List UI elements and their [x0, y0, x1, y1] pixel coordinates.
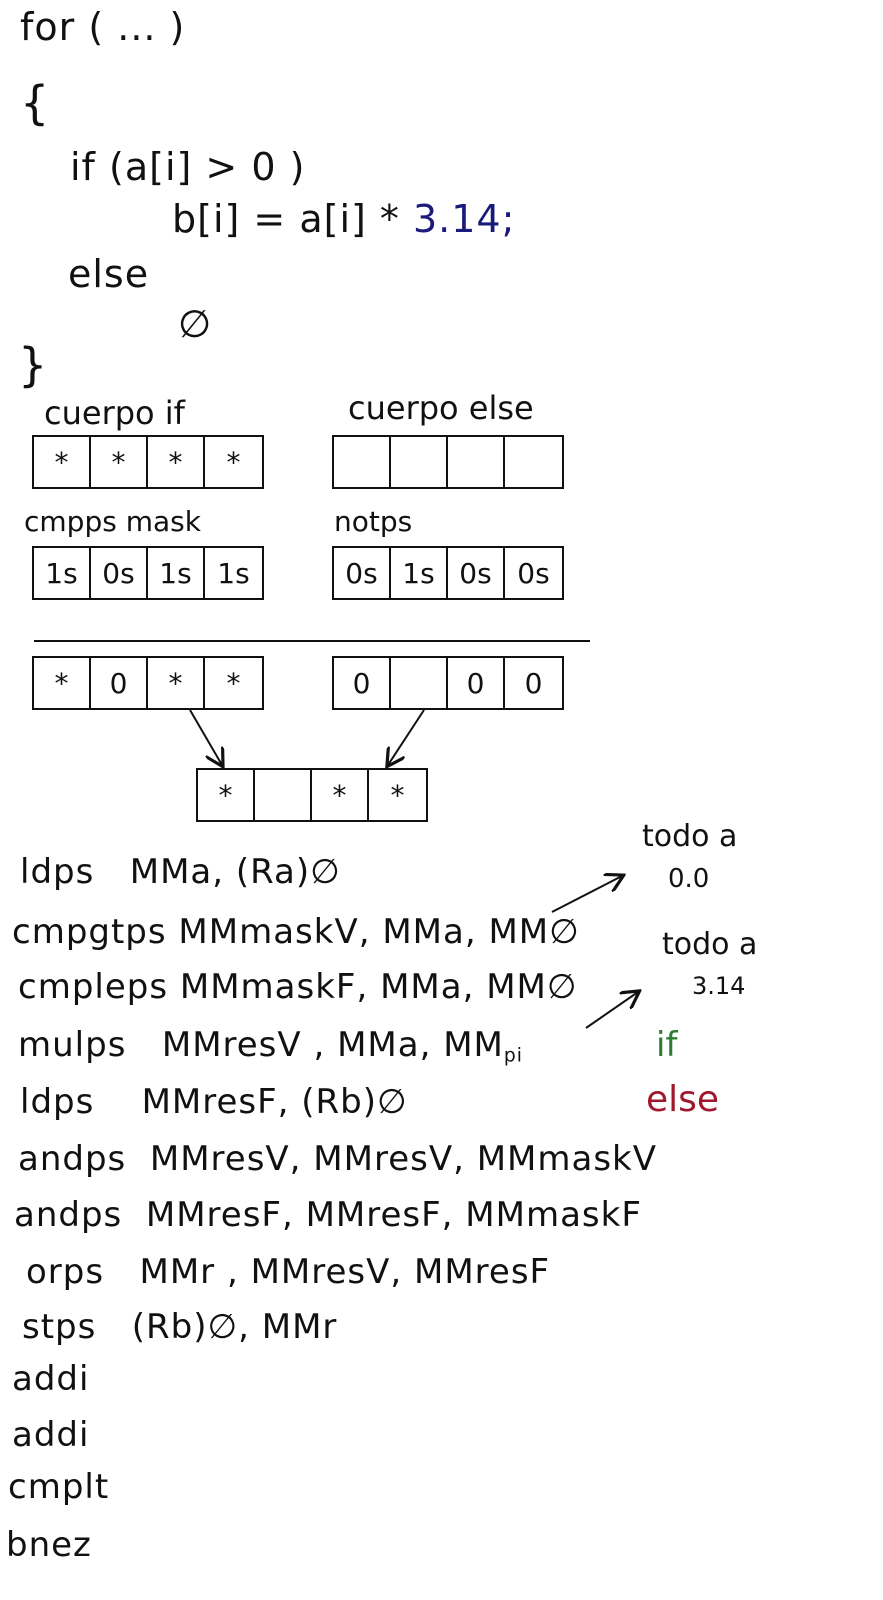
vector-cell: 1s — [217, 556, 250, 590]
asm-op: andps — [18, 1139, 127, 1179]
note-arrow-pi — [585, 992, 638, 1029]
asm-op: cmpleps — [18, 967, 169, 1007]
vector-cell: * — [390, 778, 405, 812]
else-body-vector — [332, 435, 564, 489]
not-mask-vector: 0s 1s 0s 0s — [332, 546, 564, 600]
code-else-line: else — [68, 252, 150, 296]
note-todo-pi-line1: todo a — [662, 927, 758, 962]
asm-op: addi — [12, 1359, 90, 1399]
note-todo-zero-line2: 0.0 — [668, 864, 710, 894]
vector-cell: 0 — [91, 658, 148, 708]
asm-op: cmpgtps — [12, 912, 167, 952]
vector-cell: 0 — [524, 666, 543, 700]
code-assign-line: b[i] = a[i] * 3.14; — [172, 200, 515, 238]
code-close-brace: } — [18, 338, 49, 392]
mask-vector: 1s 0s 1s 1s — [32, 546, 264, 600]
merge-arrow-right — [388, 709, 425, 765]
asm-op: ldps — [20, 1082, 95, 1122]
vector-cell — [448, 437, 505, 487]
vector-cell — [334, 437, 391, 487]
vector-cell: * — [198, 770, 255, 820]
constant-value: 3.14; — [413, 197, 516, 241]
note-todo-zero-line1: todo a — [642, 819, 738, 854]
asm-line: ldps MMresF, (Rb)∅ — [20, 1085, 408, 1119]
asm-sub-pi: pi — [503, 1045, 523, 1067]
vector-cell: * — [148, 658, 205, 708]
label-cmpps-mask: cmpps mask — [24, 505, 201, 538]
asm-op: mulps — [18, 1025, 127, 1065]
asm-line: andps MMresF, MMresF, MMmaskF — [14, 1198, 642, 1232]
note-arrow-zero — [551, 876, 622, 913]
vector-cell: * — [312, 770, 369, 820]
asm-op: addi — [12, 1415, 90, 1455]
asm-args: (Rb)∅, MMr — [131, 1307, 338, 1347]
vector-cell: 1s — [34, 548, 91, 598]
asm-line: ldps MMa, (Ra)∅ — [20, 855, 341, 889]
code-for-line: for ( ... ) — [20, 5, 186, 49]
asm-args: MMresF, MMresF, MMmaskF — [145, 1195, 642, 1235]
vector-cell: 0 — [334, 658, 391, 708]
vector-cell: 0s — [91, 548, 148, 598]
asm-op: stps — [22, 1307, 97, 1347]
label-notps: notps — [334, 505, 413, 538]
asm-line: addi — [12, 1362, 89, 1396]
asm-line: mulps MMresV , MMa, MMpi — [18, 1028, 523, 1066]
code-empty-symbol: ∅ — [178, 302, 213, 346]
code-if-line: if (a[i] > 0 ) — [70, 145, 306, 189]
vector-cell — [255, 770, 312, 820]
asm-line: cmpleps MMmaskF, MMa, MM∅ — [18, 970, 577, 1004]
else-result-vector: 0 0 0 — [332, 656, 564, 710]
code-open-brace: { — [20, 76, 51, 130]
vector-cell — [391, 437, 448, 487]
asm-op: cmplt — [8, 1467, 110, 1507]
asm-op: orps — [26, 1252, 105, 1292]
vector-cell: 0s — [334, 548, 391, 598]
asm-line: bnez — [6, 1528, 92, 1562]
asm-line: orps MMr , MMresV, MMresF — [26, 1255, 550, 1289]
legend-if: if — [656, 1025, 678, 1065]
note-todo-pi-line2: 3.14 — [692, 972, 746, 1000]
asm-args: MMresV , MMa, MM — [161, 1025, 504, 1065]
asm-args: MMresV, MMresV, MMmaskV — [149, 1139, 657, 1179]
merge-arrow-left — [189, 709, 222, 765]
vector-cell: 1s — [148, 548, 205, 598]
asm-line: cmpgtps MMmaskV, MMa, MM∅ — [12, 915, 580, 949]
label-cuerpo-if: cuerpo if — [44, 394, 185, 432]
asm-line: andps MMresV, MMresV, MMmaskV — [18, 1142, 657, 1176]
vector-cell: * — [226, 445, 241, 479]
asm-line: cmplt — [8, 1470, 109, 1504]
vector-cell: 0s — [517, 556, 550, 590]
vector-cell: * — [34, 437, 91, 487]
asm-op: bnez — [6, 1525, 92, 1565]
if-result-vector: * 0 * * — [32, 656, 264, 710]
asm-op: andps — [14, 1195, 123, 1235]
vector-cell: * — [148, 437, 205, 487]
merged-vector: * * * — [196, 768, 428, 822]
vector-cell: * — [226, 666, 241, 700]
if-body-vector: * * * * — [32, 435, 264, 489]
asm-args: MMmaskV, MMa, MM∅ — [178, 912, 580, 952]
asm-args: MMr , MMresV, MMresF — [139, 1252, 551, 1292]
vector-cell: 1s — [391, 548, 448, 598]
asm-op: ldps — [20, 852, 95, 892]
divider-line — [34, 640, 590, 642]
vector-cell: 0s — [448, 548, 505, 598]
vector-cell: 0 — [448, 658, 505, 708]
label-cuerpo-else: cuerpo else — [348, 389, 534, 427]
vector-cell: * — [34, 658, 91, 708]
vector-cell: * — [91, 437, 148, 487]
legend-else: else — [646, 1079, 720, 1120]
asm-line: addi — [12, 1418, 89, 1452]
vector-cell — [391, 658, 448, 708]
asm-args: MMmaskF, MMa, MM∅ — [179, 967, 578, 1007]
asm-args: MMa, (Ra)∅ — [129, 852, 341, 892]
assign-expression: b[i] = a[i] * — [172, 197, 400, 241]
asm-line: stps (Rb)∅, MMr — [22, 1310, 337, 1344]
asm-args: MMresF, (Rb)∅ — [141, 1082, 408, 1122]
